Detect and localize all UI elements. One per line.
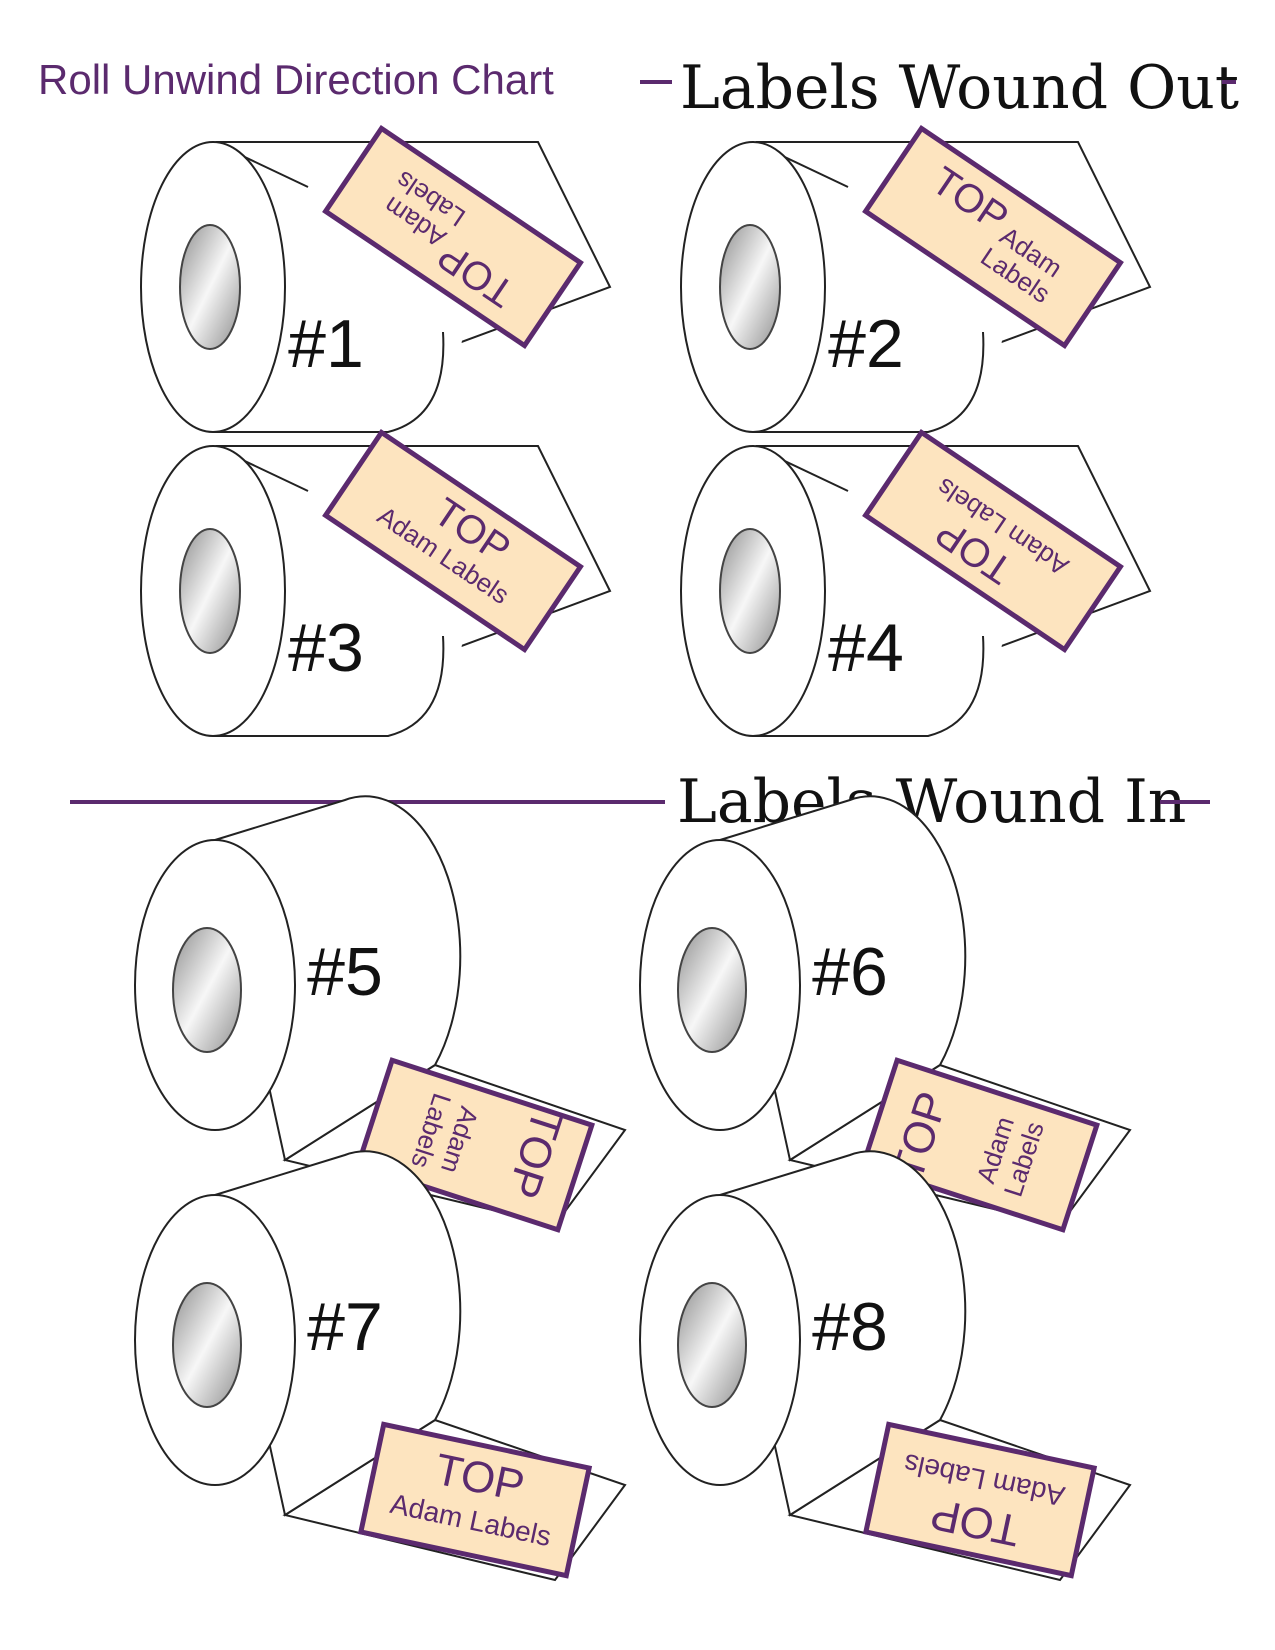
roll-core-icon <box>172 927 242 1053</box>
roll-body-outline <box>213 635 445 737</box>
roll-body-outline <box>753 635 985 737</box>
roll-number-label: #7 <box>307 1289 383 1365</box>
roll-number-label: #2 <box>828 306 904 382</box>
roll-core-icon <box>172 1282 242 1408</box>
section-heading-wound-in: Labels Wound In <box>677 767 1186 837</box>
roll-body-outline <box>213 331 445 433</box>
roll-core-icon <box>677 1282 747 1408</box>
roll-number-label: #5 <box>307 934 383 1010</box>
roll-number-label: #6 <box>812 934 888 1010</box>
chart-title: Roll Unwind Direction Chart <box>38 56 554 103</box>
roll-number-label: #1 <box>288 306 364 382</box>
section-heading-wound-out: Labels Wound Out <box>680 53 1239 123</box>
roll-body-outline <box>753 331 985 433</box>
roll-core-icon <box>719 224 781 350</box>
roll-number-label: #3 <box>288 610 364 686</box>
roll-core-icon <box>179 224 241 350</box>
roll-number-label: #8 <box>812 1289 888 1365</box>
roll-core-icon <box>179 528 241 654</box>
roll-number-label: #4 <box>828 610 904 686</box>
roll-core-icon <box>677 927 747 1053</box>
roll-core-icon <box>719 528 781 654</box>
